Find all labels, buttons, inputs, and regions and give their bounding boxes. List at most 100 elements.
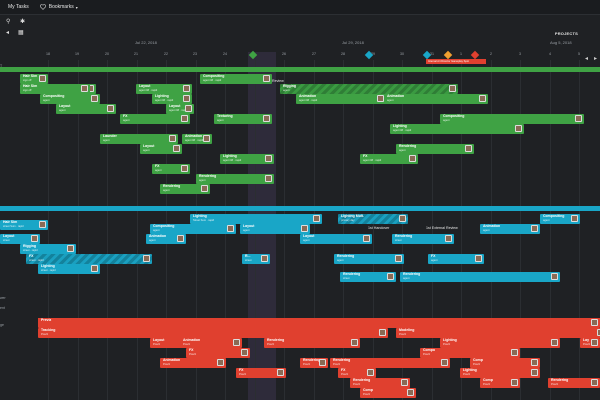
avatar[interactable] — [407, 389, 414, 396]
avatar[interactable] — [39, 221, 46, 228]
avatar[interactable] — [277, 369, 284, 376]
avatar[interactable] — [301, 225, 308, 232]
calendar-icon[interactable]: ▦ — [18, 30, 24, 36]
avatar[interactable] — [591, 319, 598, 326]
avatar[interactable] — [351, 339, 358, 346]
avatar[interactable] — [591, 339, 598, 346]
avatar[interactable] — [31, 235, 38, 242]
bookmarks-menu[interactable]: Bookmarks ▾ — [39, 4, 78, 10]
expand-icon[interactable]: ◂ — [6, 30, 10, 36]
avatar[interactable] — [363, 235, 370, 242]
avatar[interactable] — [169, 135, 176, 142]
avatar[interactable] — [67, 245, 74, 252]
avatar[interactable] — [409, 155, 416, 162]
avatar[interactable] — [511, 349, 518, 356]
avatar[interactable] — [181, 165, 188, 172]
avatar[interactable] — [319, 359, 326, 366]
avatar[interactable] — [531, 225, 538, 232]
task-bar[interactable]: Previz — [38, 318, 600, 328]
avatar[interactable] — [173, 145, 180, 152]
filter-icon[interactable]: ⚲ — [6, 18, 11, 25]
settings-icon[interactable]: ✱ — [20, 18, 26, 25]
avatar[interactable] — [399, 215, 406, 222]
avatar[interactable] — [183, 95, 190, 102]
avatar[interactable] — [591, 379, 598, 386]
avatar[interactable] — [91, 265, 98, 272]
avatar[interactable] — [401, 379, 408, 386]
avatar[interactable] — [531, 369, 538, 376]
avatar[interactable] — [551, 339, 558, 346]
avatar[interactable] — [185, 105, 192, 112]
avatar[interactable] — [81, 85, 88, 92]
avatar[interactable] — [597, 329, 600, 336]
avatar[interactable] — [233, 339, 240, 346]
avatar[interactable] — [107, 105, 114, 112]
avatar[interactable] — [367, 369, 374, 376]
avatar[interactable] — [387, 273, 394, 280]
avatar[interactable] — [379, 329, 386, 336]
avatar[interactable] — [511, 379, 518, 386]
avatar[interactable] — [395, 255, 402, 262]
avatar[interactable] — [449, 85, 456, 92]
avatar[interactable] — [39, 75, 46, 82]
avatar[interactable] — [217, 359, 224, 366]
task-bar[interactable]: R...street — [242, 254, 270, 264]
avatar[interactable] — [441, 359, 448, 366]
avatar[interactable] — [261, 255, 268, 262]
avatar[interactable] — [571, 215, 578, 222]
avatar[interactable] — [177, 235, 184, 242]
avatar[interactable] — [241, 349, 248, 356]
avatar[interactable] — [465, 145, 472, 152]
avatar[interactable] — [263, 115, 270, 122]
avatar[interactable] — [551, 273, 558, 280]
avatar[interactable] — [265, 155, 272, 162]
avatar[interactable] — [181, 115, 188, 122]
prev-arrow-icon[interactable]: ◂ — [584, 56, 588, 62]
project-band-green[interactable] — [0, 67, 600, 72]
